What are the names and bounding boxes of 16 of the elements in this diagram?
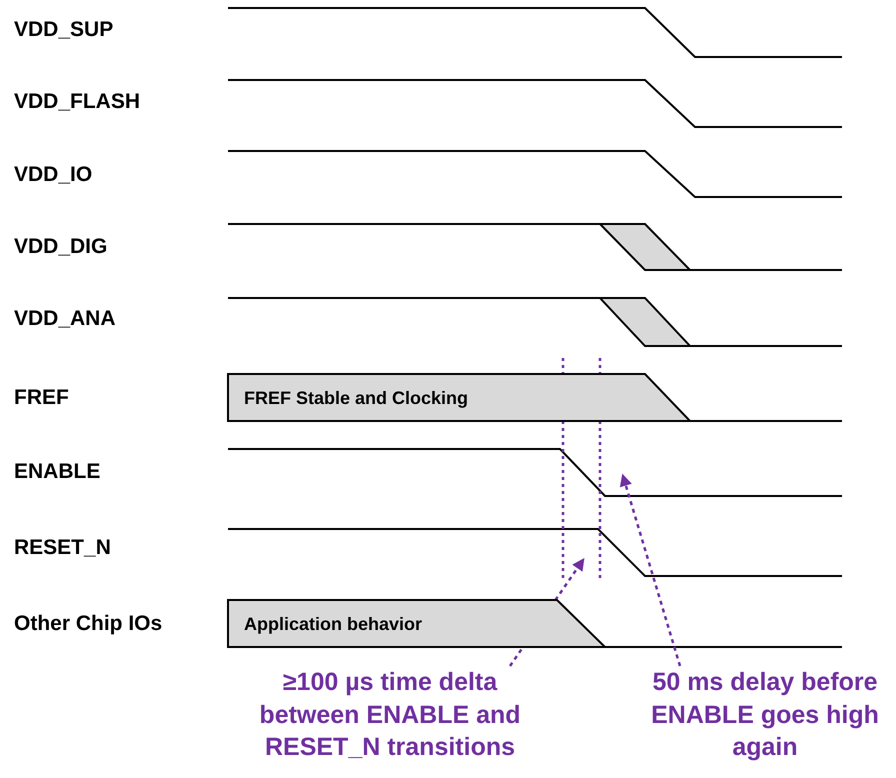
band-label: FREF Stable and Clocking: [244, 388, 468, 406]
signal-name: VDD_IO: [14, 164, 92, 185]
band-label: Application behavior: [244, 614, 422, 632]
signal-name: FREF: [14, 387, 69, 408]
signal-name: Other Chip IOs: [14, 613, 162, 634]
signal-name: VDD_SUP: [14, 19, 114, 40]
signal-name: VDD_FLASH: [14, 91, 140, 112]
signal-band: [228, 600, 605, 647]
annotation-text: ≥100 µs time delta between ENABLE and RESET_N transitions: [235, 666, 545, 764]
annotation-text: 50 ms delay before ENABLE goes high again: [622, 666, 896, 764]
signal-name: RESET_N: [14, 537, 111, 558]
signal-name: ENABLE: [14, 461, 100, 482]
leader-arrow: [620, 474, 682, 666]
signal-name: VDD_ANA: [14, 308, 116, 329]
signal-name: VDD_DIG: [14, 236, 108, 257]
signal-band: [228, 374, 690, 421]
